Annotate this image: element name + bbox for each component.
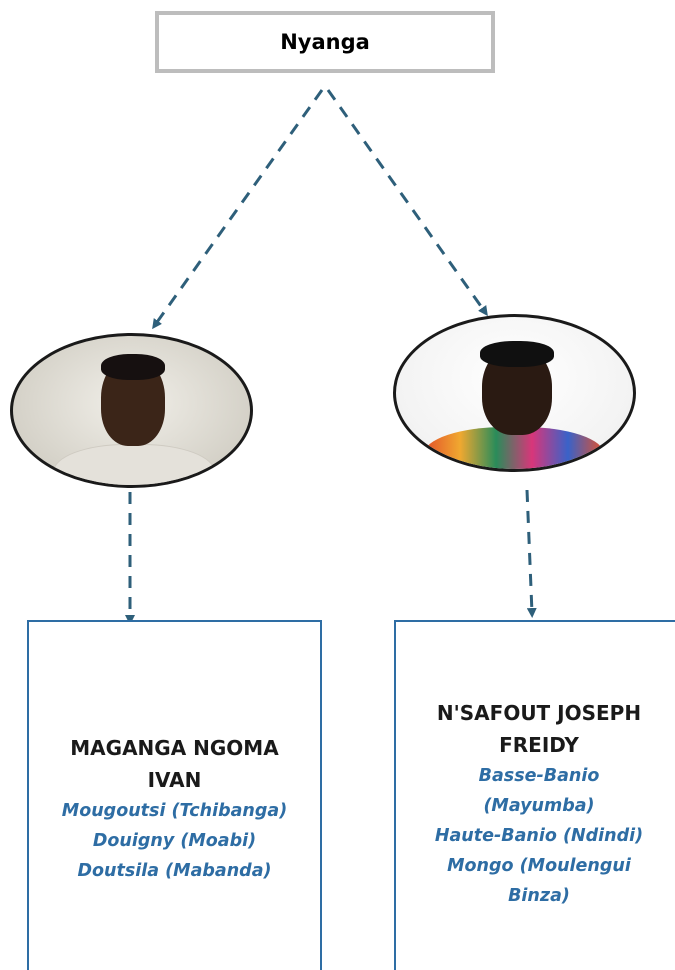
hair-shape bbox=[480, 341, 554, 367]
root-label: Nyanga bbox=[280, 30, 370, 54]
place-item: Doutsila (Mabanda) bbox=[77, 861, 272, 881]
portrait-photo-left bbox=[10, 333, 253, 488]
place-item: Haute-Banio (Ndindi) bbox=[434, 826, 644, 846]
hair-shape bbox=[101, 354, 165, 380]
place-item: Mougoutsi (Tchibanga) bbox=[61, 801, 288, 821]
person-name: N'SAFOUT JOSEPH FREIDY bbox=[436, 701, 642, 757]
connector-root-right bbox=[326, 89, 488, 317]
place-item: Mongo (Moulengui Binza) bbox=[447, 856, 631, 906]
root-node: Nyanga bbox=[155, 11, 495, 73]
place-item: Basse-Banio (Mayumba) bbox=[478, 766, 600, 816]
card-left: MAGANGA NGOMA IVAN Mougoutsi (Tchibanga)… bbox=[27, 620, 322, 970]
card-right: N'SAFOUT JOSEPH FREIDY Basse-Banio (Mayu… bbox=[394, 620, 675, 970]
connector-root-left bbox=[152, 89, 324, 330]
place-item: Douigny (Moabi) bbox=[92, 831, 257, 851]
shirt-shape bbox=[53, 444, 215, 485]
portrait-photo-right bbox=[393, 314, 636, 472]
person-name: MAGANGA NGOMA IVAN bbox=[70, 736, 279, 792]
connector-photo-right-card bbox=[525, 489, 537, 618]
